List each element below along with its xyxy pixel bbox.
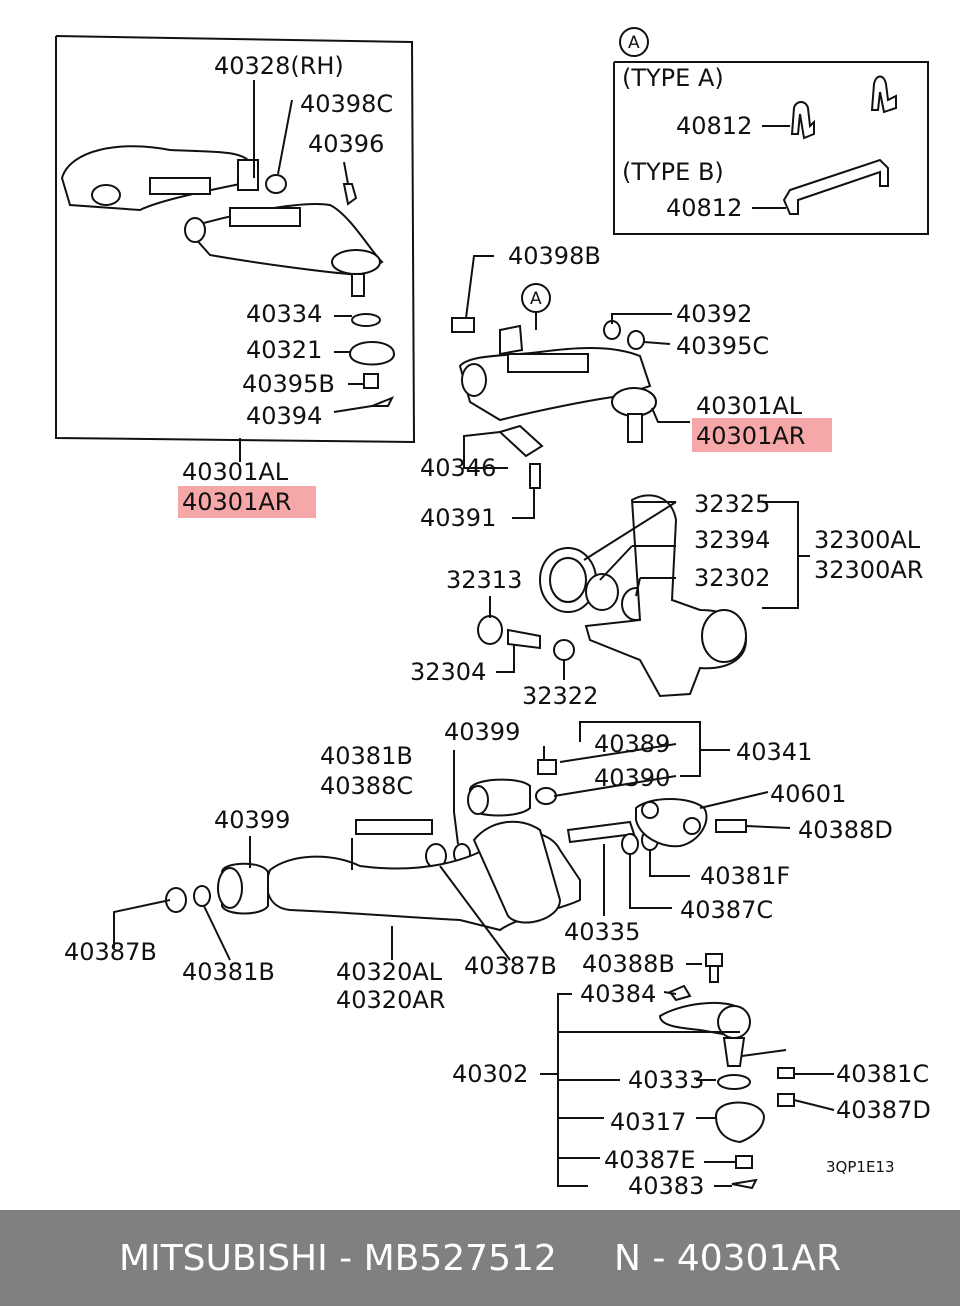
label-40387e: 40387E bbox=[604, 1146, 696, 1174]
type-b-label: (TYPE B) bbox=[622, 158, 724, 186]
label-32313: 32313 bbox=[446, 566, 522, 594]
label-40335: 40335 bbox=[564, 918, 640, 946]
label-40395c: 40395C bbox=[676, 332, 769, 360]
label-40321: 40321 bbox=[246, 336, 322, 364]
inset-label-40301ar: 40301AR bbox=[182, 488, 291, 516]
label-40334: 40334 bbox=[246, 300, 322, 328]
label-40341: 40341 bbox=[736, 738, 812, 766]
label-40395b: 40395B bbox=[242, 370, 335, 398]
upper-arm-illustration: A bbox=[451, 283, 657, 489]
reference-code: 3QP1E13 bbox=[826, 1158, 895, 1176]
label-32300al: 32300AL bbox=[814, 526, 921, 554]
label-40391: 40391 bbox=[420, 504, 496, 532]
label-40381c: 40381C bbox=[836, 1060, 929, 1088]
label-40387d: 40387D bbox=[836, 1096, 931, 1124]
ball-joint-illustration bbox=[658, 953, 795, 1190]
label-40301al-upper: 40301AL bbox=[696, 392, 803, 420]
label-40398b: 40398B bbox=[508, 242, 601, 270]
label-32394: 32394 bbox=[694, 526, 770, 554]
label-40399-left: 40399 bbox=[214, 806, 290, 834]
label-40387c: 40387C bbox=[680, 896, 773, 924]
label-40333: 40333 bbox=[628, 1066, 704, 1094]
label-40328-rh: 40328(RH) bbox=[214, 52, 344, 80]
label-40812-type-b: 40812 bbox=[666, 194, 742, 222]
callout-a-label: A bbox=[628, 33, 640, 53]
label-40301ar-upper: 40301AR bbox=[696, 422, 805, 450]
label-40388d: 40388D bbox=[798, 816, 893, 844]
label-40390: 40390 bbox=[594, 764, 670, 792]
label-40398c: 40398C bbox=[300, 90, 393, 118]
inset-box bbox=[55, 35, 416, 462]
label-40396: 40396 bbox=[308, 130, 384, 158]
label-40387b-left: 40387B bbox=[64, 938, 157, 966]
label-40346: 40346 bbox=[420, 454, 496, 482]
label-40302: 40302 bbox=[452, 1060, 528, 1088]
label-32300ar: 32300AR bbox=[814, 556, 923, 584]
label-40399-top: 40399 bbox=[444, 718, 520, 746]
knuckle-illustration bbox=[477, 494, 748, 698]
footer-bar: MITSUBISHI - MB527512 N - 40301AR bbox=[0, 1210, 960, 1306]
label-40381b-top: 40381B bbox=[320, 742, 413, 770]
parts-diagram: 40328(RH) 40398C 40396 40334 40321 40395… bbox=[55, 27, 931, 1200]
label-40388c: 40388C bbox=[320, 772, 413, 800]
label-40320ar: 40320AR bbox=[336, 986, 445, 1014]
label-40389: 40389 bbox=[594, 730, 670, 758]
inset-label-40301al: 40301AL bbox=[182, 458, 289, 486]
label-40394: 40394 bbox=[246, 402, 322, 430]
label-40388b: 40388B bbox=[582, 950, 675, 978]
label-40812-type-a: 40812 bbox=[676, 112, 752, 140]
label-32302: 32302 bbox=[694, 564, 770, 592]
clip-type-box: A bbox=[613, 27, 929, 235]
callout-a-upper-label: A bbox=[530, 289, 542, 309]
label-40317: 40317 bbox=[610, 1108, 686, 1136]
label-40383: 40383 bbox=[628, 1172, 704, 1200]
label-40387b-mid: 40387B bbox=[464, 952, 557, 980]
highlight-40301ar-upper bbox=[692, 418, 832, 452]
label-32322: 32322 bbox=[522, 682, 598, 710]
inset-upper-arm-illustration bbox=[60, 145, 396, 407]
highlight-40301ar-inset bbox=[178, 486, 316, 518]
label-32325: 32325 bbox=[694, 490, 770, 518]
label-40381f: 40381F bbox=[700, 862, 790, 890]
lower-arm-illustration bbox=[165, 759, 747, 932]
label-32304: 32304 bbox=[410, 658, 486, 686]
label-40392: 40392 bbox=[676, 300, 752, 328]
label-40381b-bottom: 40381B bbox=[182, 958, 275, 986]
type-a-label: (TYPE A) bbox=[622, 64, 724, 92]
footer-part-text: MITSUBISHI - MB527512 N - 40301AR bbox=[119, 1237, 841, 1279]
label-40601: 40601 bbox=[770, 780, 846, 808]
label-40384: 40384 bbox=[580, 980, 656, 1008]
label-40320al: 40320AL bbox=[336, 958, 443, 986]
